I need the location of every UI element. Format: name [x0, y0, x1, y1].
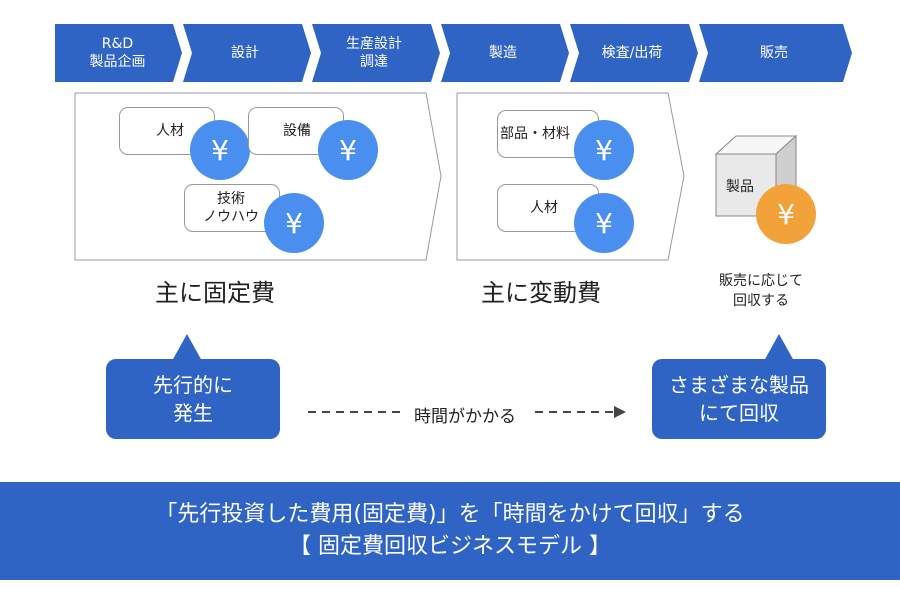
yen-coin-icon: ¥: [318, 120, 378, 180]
left-callout-pointer: [172, 334, 202, 361]
item-label: 設備: [283, 123, 311, 139]
left-callout: 先行的に 発生: [106, 359, 280, 439]
item-label: 人材: [156, 123, 184, 139]
process-step-label: R&D 製品企画: [89, 36, 146, 70]
stage-outlines: [74, 92, 685, 261]
chevron-design: [183, 24, 311, 82]
chevron-inspection-shipping: [570, 24, 698, 82]
summary-line-2: 【 固定費回収ビジネスモデル 】: [289, 534, 611, 559]
right-callout-pointer: [764, 334, 794, 361]
timeline-label: 時間がかかる: [414, 407, 516, 427]
timeline-arrow: [308, 406, 626, 418]
right-callout: さまざまな製品 にて回収: [652, 359, 826, 439]
chevron-production-design: [312, 24, 440, 82]
process-step-label: 販売: [760, 45, 788, 61]
yen-coin-icon: ¥: [264, 193, 324, 253]
yen-coin-icon: ¥: [574, 120, 634, 180]
process-step-label: 検査/出荷: [601, 45, 663, 61]
process-step-label: 生産設計 調達: [346, 36, 402, 70]
sales-caption: 販売に応じて 回収する: [719, 273, 803, 309]
chevron-rd-planning: [55, 24, 182, 82]
chevron-manufacturing: [441, 24, 569, 82]
yen-coin-icon: ¥: [574, 193, 634, 253]
process-step-label: 設計: [231, 45, 259, 61]
fixed-stage-outline: [74, 92, 442, 261]
product-label: 製品: [726, 179, 754, 195]
chevron-sales: [699, 24, 852, 82]
summary-banner: 「先行投資した費用(固定費)」を「時間をかけて回収」する 【 固定費回収ビジネス…: [0, 482, 900, 580]
yen-coin-icon: ¥: [756, 184, 816, 244]
item-label: 技術 ノウハウ: [203, 191, 259, 225]
summary-line-1: 「先行投資した費用(固定費)」を「時間をかけて回収」する: [155, 502, 745, 527]
variable-cost-caption: 主に変動費: [481, 279, 601, 307]
item-label: 部品・材料: [500, 126, 570, 142]
item-label: 人材: [530, 200, 558, 216]
process-step-label: 製造: [489, 45, 517, 61]
process-chevrons: [55, 24, 852, 82]
yen-coin-icon: ¥: [190, 120, 250, 180]
callout-pointers: [172, 334, 794, 361]
variable-stage-outline: [456, 92, 685, 261]
fixed-cost-caption: 主に固定費: [155, 279, 275, 307]
